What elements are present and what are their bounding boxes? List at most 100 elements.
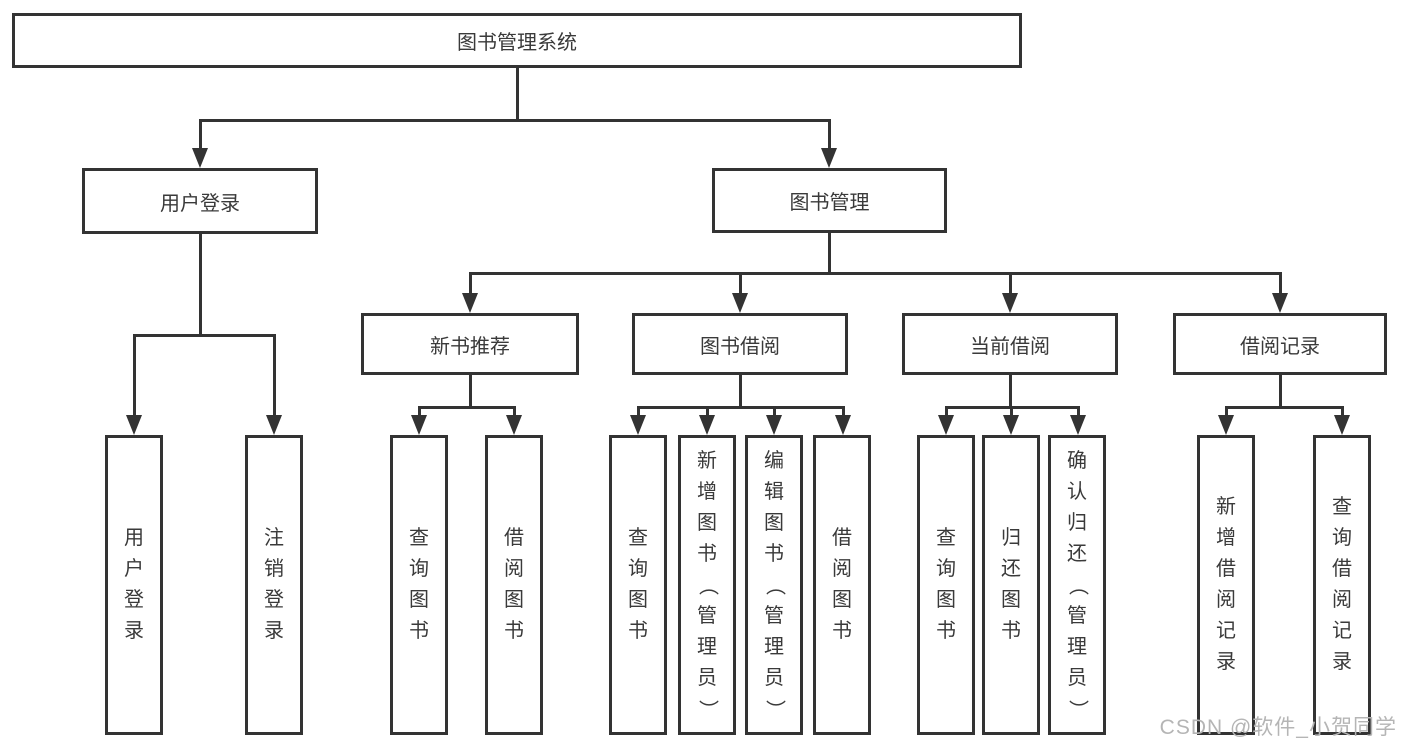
arrow-down-icon [821, 148, 837, 168]
node-return-books: 归还图书 [982, 435, 1040, 735]
node-label: 用户登录 [124, 523, 144, 647]
connector-line [1341, 406, 1344, 417]
node-label: 借阅图书 [504, 523, 524, 647]
vertical-char: 管 [697, 604, 717, 627]
vertical-char: 询 [936, 558, 956, 580]
vertical-char: 阅 [1216, 589, 1236, 611]
vertical-char: 理 [697, 635, 717, 658]
node-user-login: 用户登录 [82, 168, 318, 234]
vertical-char: 查 [936, 527, 956, 549]
node-label: 确认归还（管理员） [1067, 446, 1089, 725]
vertical-char: 增 [697, 480, 717, 503]
vertical-char: （ [696, 575, 719, 595]
vertical-char: 询 [628, 558, 648, 580]
connector-line [1010, 406, 1013, 417]
arrow-down-icon [732, 293, 748, 313]
connector-line [1009, 375, 1012, 409]
arrow-down-icon [1334, 415, 1350, 435]
arrow-down-icon [938, 415, 954, 435]
vertical-char: 书 [697, 542, 717, 565]
arrow-down-icon [1272, 293, 1288, 313]
vertical-char: ） [763, 699, 786, 719]
connector-line [516, 68, 519, 119]
node-label: 借阅记录 [1240, 335, 1320, 358]
vertical-char: 查 [1332, 496, 1352, 518]
arrow-down-icon [699, 415, 715, 435]
node-label: 图书管理系统 [457, 32, 577, 54]
watermark: CSDN @软件_小贺同学 [1159, 716, 1397, 739]
vertical-char: 归 [1001, 527, 1021, 549]
vertical-char: 新 [697, 449, 717, 472]
vertical-char: 增 [1216, 527, 1236, 549]
connector-line [773, 406, 776, 417]
vertical-char: 书 [409, 620, 429, 642]
node-label: 查询借阅记录 [1332, 492, 1352, 678]
node-label: 归还图书 [1001, 523, 1021, 647]
arrow-down-icon [630, 415, 646, 435]
vertical-char: 图 [409, 589, 429, 611]
vertical-char: 查 [628, 527, 648, 549]
connector-line [199, 119, 202, 150]
vertical-char: 登 [124, 589, 144, 611]
vertical-char: 理 [764, 635, 784, 658]
arrow-down-icon [766, 415, 782, 435]
node-label: 注销登录 [264, 523, 284, 647]
node-new-book-recommend: 新书推荐 [361, 313, 579, 375]
node-add-borrow-record: 新增借阅记录 [1197, 435, 1255, 735]
connector-line [418, 406, 516, 409]
vertical-char: ） [696, 699, 719, 719]
vertical-char: 还 [1067, 542, 1087, 565]
vertical-char: 录 [264, 620, 284, 642]
vertical-char: 阅 [504, 558, 524, 580]
arrow-down-icon [126, 415, 142, 435]
vertical-char: 借 [504, 527, 524, 549]
vertical-char: 新 [1216, 496, 1236, 518]
vertical-char: 户 [124, 558, 144, 580]
arrow-down-icon [266, 415, 282, 435]
connector-line [1225, 406, 1344, 409]
vertical-char: 认 [1067, 480, 1087, 503]
vertical-char: 阅 [1332, 589, 1352, 611]
connector-line [1279, 272, 1282, 295]
vertical-char: 图 [628, 589, 648, 611]
node-label: 当前借阅 [970, 335, 1050, 358]
connector-line [1279, 375, 1282, 409]
arrow-down-icon [835, 415, 851, 435]
node-query-books-recommend: 查询图书 [390, 435, 448, 735]
node-label: 用户登录 [160, 192, 240, 215]
vertical-char: 归 [1067, 511, 1087, 534]
vertical-char: 查 [409, 527, 429, 549]
node-borrow-records: 借阅记录 [1173, 313, 1387, 375]
node-label: 借阅图书 [832, 523, 852, 647]
connector-line [637, 406, 845, 409]
node-borrow-books: 借阅图书 [813, 435, 871, 735]
vertical-char: 图 [936, 589, 956, 611]
node-add-book-admin: 新增图书（管理员） [678, 435, 736, 735]
connector-line [133, 334, 136, 416]
vertical-char: 注 [264, 527, 284, 549]
node-label: 新增图书（管理员） [697, 446, 719, 725]
vertical-char: 员 [697, 666, 717, 689]
node-current-borrow: 当前借阅 [902, 313, 1118, 375]
arrow-down-icon [192, 148, 208, 168]
connector-line [1009, 272, 1012, 295]
vertical-char: 借 [1332, 558, 1352, 580]
vertical-char: 借 [1216, 558, 1236, 580]
vertical-char: （ [763, 575, 786, 595]
connector-line [418, 406, 421, 417]
vertical-char: 录 [1216, 651, 1236, 673]
vertical-char: 理 [1067, 635, 1087, 658]
node-label: 图书借阅 [700, 335, 780, 358]
arrow-down-icon [1002, 293, 1018, 313]
connector-line [828, 233, 831, 275]
vertical-char: 书 [628, 620, 648, 642]
connector-line [469, 272, 472, 295]
vertical-char: 辑 [764, 480, 784, 503]
node-label: 编辑图书（管理员） [764, 446, 786, 725]
vertical-char: 图 [832, 589, 852, 611]
connector-line [469, 375, 472, 409]
vertical-char: 书 [1001, 620, 1021, 642]
connector-line [706, 406, 709, 417]
vertical-char: 用 [124, 527, 144, 549]
